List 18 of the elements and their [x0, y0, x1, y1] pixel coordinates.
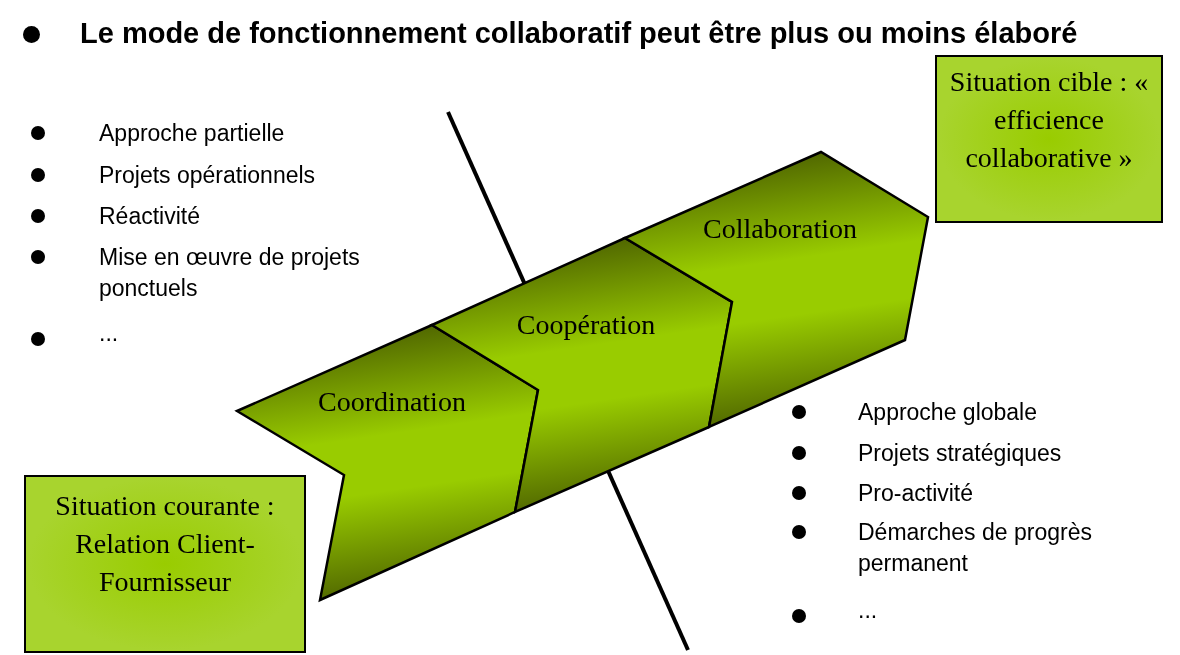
list-item: Réactivité: [99, 202, 201, 231]
situation-box: [935, 55, 1163, 223]
list-item: Mise en œuvre de projets ponctuels: [99, 243, 361, 303]
list-item: ...: [99, 319, 120, 348]
stage-label: Collaboration: [703, 213, 857, 245]
stage-label: Coordination: [318, 386, 466, 418]
list-item: Projets opérationnels: [99, 161, 317, 190]
situation-text: Situation cible : « efficience collaborative »: [948, 65, 1150, 175]
situation-box: [24, 475, 306, 653]
list-item: Pro-activité: [858, 479, 975, 508]
list-item: Projets stratégiques: [858, 439, 1063, 468]
situation-text: Situation courante : Relation Client-Fournisseur: [54, 489, 276, 599]
list-item: Démarches de progrès permanent: [858, 518, 1093, 578]
list-item: Approche partielle: [99, 119, 286, 148]
title: Le mode de fonctionnement collaboratif peut être plus ou moins élaboré: [80, 16, 1079, 51]
list-item: Approche globale: [858, 398, 1039, 427]
list-item: ...: [858, 596, 879, 625]
stage-label: Coopération: [516, 309, 656, 341]
